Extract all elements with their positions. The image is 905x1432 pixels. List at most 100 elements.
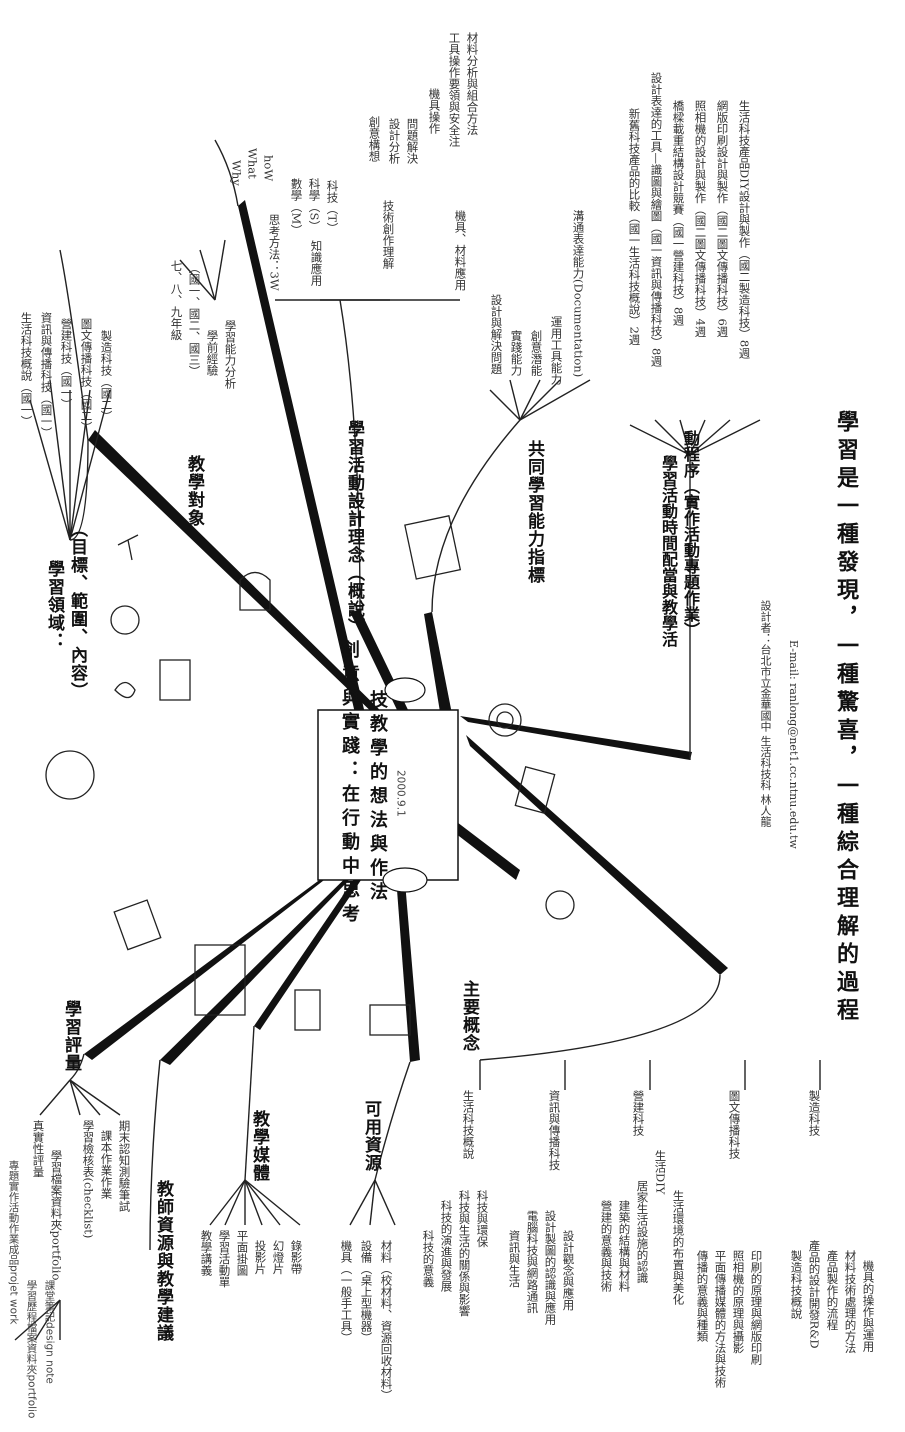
leaf-item: 設計表達的工具—識圖與繪圖（國一資訊與傳播科技）8週	[650, 72, 662, 367]
branch-design-concept: 學習活動設計理念（概說）	[345, 420, 362, 636]
group-label: 機具、材料應用	[454, 210, 466, 291]
leaf-item: 建築的結構與材料	[618, 1200, 630, 1292]
group-label: 製造科技	[808, 1090, 820, 1136]
paper-icon	[405, 516, 460, 579]
leaf-item: 科技與環保	[476, 1190, 488, 1248]
group-label: 生活科技概說	[462, 1090, 474, 1159]
group-label: 知識應用	[310, 240, 322, 286]
leaf-item: 幻燈片	[272, 1240, 284, 1275]
group-label: 思考方法：3W	[268, 214, 280, 291]
leaf-item: 材料技術處理的方法	[844, 1250, 856, 1354]
branch-media: 教學媒體	[250, 1110, 267, 1182]
leaf-item: 材料分析與組合方法	[466, 32, 478, 136]
leaf-item: 真實性評量	[32, 1120, 44, 1178]
leaf-item: 產品的設計開發R&D	[808, 1240, 820, 1349]
leaf-item: 學習歷程檔案資料夾portfolio	[26, 1280, 37, 1418]
leaf-item: 科學（S）	[308, 178, 320, 232]
leaf-item: 網版印刷設計與製作（國二圖文傳播科技）6週	[716, 100, 728, 337]
flame-icon	[115, 683, 135, 698]
leaf-item: （國一、國二、國三）	[188, 262, 200, 377]
leaf-item: 設計分析	[388, 118, 400, 164]
leaf-item: 製造科技概說	[790, 1250, 802, 1319]
leaf-item: 設備（桌上型機器）	[360, 1240, 372, 1344]
leaf-item: 設計製圖的認識與應用	[544, 1210, 556, 1325]
leaf-item: 課堂筆記design note	[44, 1280, 55, 1384]
leaf-item: 專題實作活動作業成品projet work	[8, 1160, 19, 1324]
leaf-item: Why	[230, 160, 242, 186]
leaf-item: 學前經驗	[206, 330, 218, 376]
leaf-item: 教學講義	[200, 1230, 212, 1276]
leaf-item: 學習檔案資料夾portfolio	[50, 1150, 62, 1280]
leaf-item: 課本作業作業	[100, 1130, 112, 1199]
leaf-item: 資訊與生活	[508, 1230, 520, 1288]
leaf-item: 生活環境的布置與美化	[672, 1190, 684, 1305]
group-label: 資訊與傳播科技	[548, 1090, 560, 1171]
leaf-item: 實踐能力	[510, 330, 522, 376]
leaf-item: 材料（校材料、資源回收材料）	[380, 1240, 392, 1401]
leaf-item: 居家生活設施的認識	[636, 1180, 648, 1284]
leaf-item: 生活科技概說（國一）	[20, 312, 32, 427]
branch-teaching-target: 教學對象	[185, 455, 202, 527]
leaf-item: 設計觀念與應用	[562, 1230, 574, 1311]
branch-schedule-2: 動程序（實作活動專題作業）	[682, 430, 698, 638]
leaf-item: 工具操作要領與安全注	[448, 32, 460, 147]
branch-schedule-1: 學習活動時間配當與教學活	[660, 455, 676, 647]
leaf-item: 科技（T）	[326, 180, 338, 234]
leaf-item: 學習活動單	[218, 1230, 230, 1288]
building-icon	[160, 660, 190, 700]
branch-learning-domain-2: （目標、範圍、內容）	[68, 520, 85, 700]
globe-icon	[46, 751, 94, 799]
center-date: 2000.9.1	[395, 770, 406, 817]
leaf-item: 生活DIY	[654, 1150, 666, 1194]
leaf-item: 營建科技（國一）	[60, 318, 72, 410]
leaf-item: 科技的演進與發展	[440, 1200, 452, 1292]
leaf-item: 投影片	[254, 1240, 266, 1275]
computer-icon	[370, 1005, 410, 1035]
lightbulb-icon	[546, 891, 574, 919]
gear-icon	[111, 606, 139, 634]
leaf-item: 問題解決	[406, 118, 418, 164]
leaf-item: 學習檢核表(checklist)	[82, 1120, 94, 1238]
leaf-item: 設計與解決問題	[490, 294, 502, 375]
leaf-item: 機具的操作與運用	[862, 1260, 874, 1352]
branch-resources: 可用資源	[362, 1100, 379, 1172]
leaf-item: 溝通表達能力(Documentation)	[572, 210, 584, 377]
leaf-item: 平面掛圖	[236, 1230, 248, 1276]
center-title-line1: 創意與實踐：在行動中思考	[340, 640, 358, 928]
leaf-item: 照相機的設計與製作（國二圖文傳播科技）4週	[694, 100, 706, 337]
leaf-item: 平面傳播媒體的方法與技術	[714, 1250, 726, 1388]
leaf-item: 創意構想	[368, 116, 380, 162]
center-title-line2: 技教學的想法與作法	[368, 690, 386, 906]
motto: 學習是一種發現，一種驚喜，一種綜合理解的過程	[835, 410, 857, 1026]
tv-icon	[295, 990, 320, 1030]
group-label: 營建科技	[632, 1090, 644, 1136]
illustrations	[46, 516, 574, 1035]
leaf-item: 學習能力分析	[224, 320, 236, 389]
leaf-item: 傳播的意義與種類	[696, 1250, 708, 1342]
group-label: 技術創作理解	[382, 200, 394, 269]
leaf-item: 生活科技產品DIY設計與製作（國二製造科技）8週	[738, 100, 750, 359]
leaf-item: 七、八、九年級	[170, 260, 182, 341]
group-label: 圖文傳播科技	[728, 1090, 740, 1159]
leaf-item: 科技與生活的關係與影響	[458, 1190, 470, 1317]
branch-assessment: 學習評量	[62, 1000, 79, 1072]
leaf-item: 照相機的原理與攝影	[732, 1250, 744, 1354]
leaf-item: What	[246, 148, 258, 179]
hammer-icon	[118, 535, 138, 560]
leaf-item: 數學（M）	[290, 178, 302, 236]
leaf-item: 運用工具能力	[550, 316, 562, 385]
leaf-item: 期末認知測驗筆試	[118, 1120, 130, 1212]
leaf-item: 產品製作的流程	[826, 1250, 838, 1331]
email: E-mail: ranlong@net1.cc.ntnu.edu.tw	[788, 640, 799, 849]
leaf-item: 營建的意義與技術	[600, 1200, 612, 1292]
leaf-item: 資訊與傳播科技（國一）	[40, 312, 52, 439]
leaf-item: 機具操作	[428, 88, 440, 134]
leaf-item: 新舊科技產品的比較（國一生活科技概說）2週	[628, 108, 640, 345]
designer-credit: 設計者：台北市立金華國中 生活科技科 林人龍	[760, 600, 771, 827]
leaf-item: 圖文傳播科技（國二）	[80, 318, 92, 433]
leaf-item: 機具（一般手工具）	[340, 1240, 352, 1344]
branch-common-ability: 共同學習能力指標	[525, 440, 542, 584]
leaf-item: 創意潛能	[530, 330, 542, 376]
checklist-icon	[114, 900, 161, 950]
